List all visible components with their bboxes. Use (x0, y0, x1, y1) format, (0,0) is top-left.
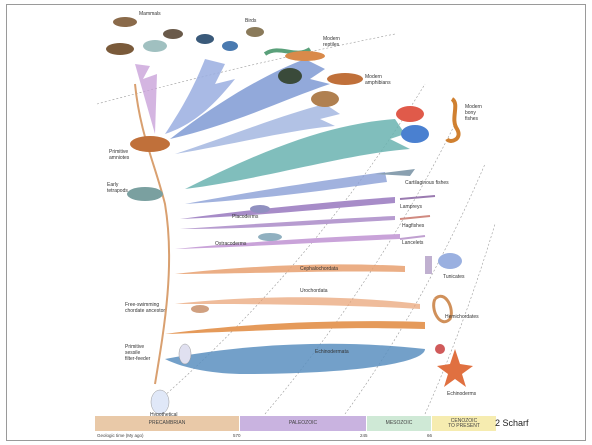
label-echinodermata: Echinodermata (315, 349, 349, 355)
tree-trunk (135, 84, 169, 384)
era-mesozoic: MESOZOIC (367, 416, 432, 431)
label-hemichordates: Hemichordates (445, 314, 479, 320)
label-early-tetrapods: Early tetrapods (107, 182, 128, 194)
label-cartilaginous-fishes: Cartilaginous fishes (405, 180, 449, 186)
era-precambrian: PRECAMBRIAN (95, 416, 240, 431)
mammal-illustration (106, 43, 134, 55)
axis-tick: 570 (233, 433, 241, 438)
label-birds: Birds (245, 18, 256, 24)
label-ostracoderms: Ostracoderms (215, 241, 246, 247)
phylogeny-tree (95, 4, 497, 445)
label-urochordata: Urochordata (300, 288, 328, 294)
era-bar: PRECAMBRIAN PALEOZOIC MESOZOIC CENOZOIC … (95, 416, 497, 431)
axis-tick: 66 (427, 433, 432, 438)
tunicate-illustration (438, 253, 462, 269)
label-lancelets: Lancelets (402, 240, 423, 246)
branch-mammals (135, 64, 157, 134)
era-cenozoic: CENOZOIC TO PRESENT (432, 416, 497, 431)
mammal-illustration (143, 40, 167, 52)
turtle-illustration (278, 68, 302, 84)
mammal-illustration (113, 17, 137, 27)
branch-hagfishes (180, 216, 395, 229)
blue-fish-illustration (401, 125, 429, 143)
label-lampreys: Lampreys (400, 204, 422, 210)
credit-text: 2 Scharf (495, 418, 529, 428)
seahorse-illustration (447, 99, 459, 141)
label-placoderms: Placoderms (232, 214, 258, 220)
lancelet-illustration (400, 236, 425, 239)
salamander-illustration (327, 73, 363, 85)
starfish-illustration (437, 349, 473, 387)
branch-hemichordates (175, 297, 420, 309)
axis-tick: 245 (360, 433, 368, 438)
label-modern-bony-fishes: Modern bony fishes (465, 104, 482, 122)
red-fish-illustration (396, 106, 424, 122)
sea-urchin-illustration (435, 344, 445, 354)
time-axis: Geologic time (My ago) 570 245 66 (95, 432, 497, 440)
primitive-amniote-illustration (130, 136, 170, 152)
label-hagfishes: Hagfishes (402, 223, 424, 229)
sessile-filter-feeder-illustration (179, 344, 191, 364)
label-modern-reptiles: Modern reptiles (323, 36, 340, 48)
branch-urochordata (175, 264, 405, 274)
tunicate-illustration (425, 256, 432, 274)
bird-illustration (246, 27, 264, 37)
label-cephalochordata: Cephalochordata (300, 266, 338, 272)
label-sessile-filter-feeder: Primitive sessile filter-feeder (125, 344, 150, 362)
phylogeny-figure: Mammals Birds Modern reptiles Modern amp… (95, 4, 497, 445)
branch-echinodermata (165, 344, 425, 374)
lamprey-illustration (400, 196, 435, 199)
axis-title: Geologic time (My ago) (97, 433, 144, 438)
deuterostome-ancestor-illustration (151, 390, 169, 414)
ostracoderm-illustration (258, 233, 282, 241)
era-paleozoic: PALEOZOIC (240, 416, 367, 431)
label-tunicates: Tunicates (443, 274, 465, 280)
label-primitive-amniotes: Primitive amniotes (109, 149, 129, 161)
label-mammals: Mammals (139, 11, 161, 17)
label-modern-amphibians: Modern amphibians (365, 74, 391, 86)
bird-illustration (222, 41, 238, 51)
frog-illustration (311, 91, 339, 107)
lizard-illustration (285, 51, 325, 61)
label-echinoderms: Echinoderms (447, 391, 476, 397)
bird-illustration (196, 34, 214, 44)
early-tetrapod-illustration (127, 187, 163, 201)
placoderm-illustration (250, 205, 270, 213)
mammal-illustration (163, 29, 183, 39)
branch-lancelets (175, 234, 400, 249)
free-swimming-ancestor-illustration (191, 305, 209, 313)
branch-ancestral (165, 321, 425, 334)
label-free-swimming-ancestor: Free-swimming chordate ancestor (125, 302, 165, 314)
